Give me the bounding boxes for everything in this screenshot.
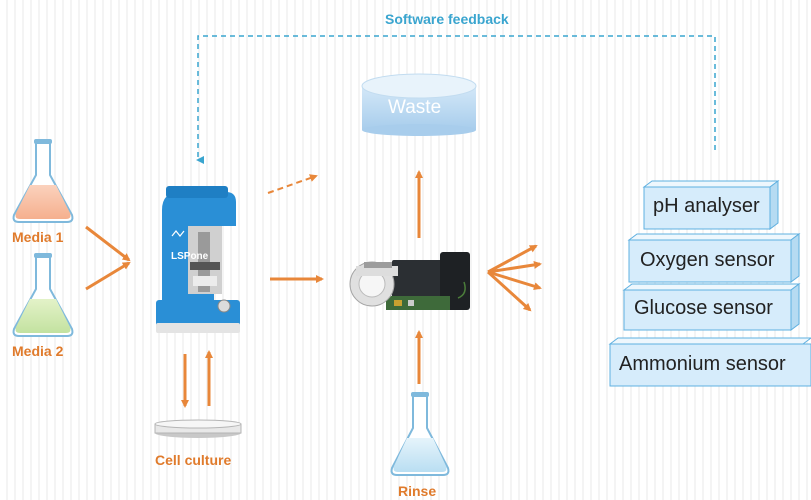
sensor-box-ammonium [608,337,811,387]
lspone-pump [156,186,240,333]
pump-brand-text: LSPone [171,251,209,262]
waste-container [361,73,477,136]
sensor-label-ammonium: Ammonium sensor [619,353,786,375]
rinse-flask [390,392,450,476]
waste-label: Waste [388,97,442,118]
sensor-box-oxygen [627,233,801,283]
flow-arrows [85,170,542,408]
sensor-label-ph: pH analyser [653,195,760,217]
arrow-motor-to-sensors-1 [487,244,538,274]
sensor-box-ph [642,180,780,230]
cell-culture-label: Cell culture [155,452,232,468]
arrow-pump-dashed [267,174,318,194]
media-2-label: Media 2 [12,343,64,359]
cell-culture-dish [154,419,242,438]
arrow-media1-to-pump [85,225,131,262]
sensor-box-glucose [622,283,801,331]
media-1-label: Media 1 [12,229,64,245]
sensor-label-glucose: Glucose sensor [634,297,773,319]
media-2-flask [12,253,74,337]
software-feedback-label: Software feedback [385,11,509,27]
feedback-line [196,35,716,164]
arrow-motor-to-sensors-4 [486,270,532,312]
arrow-motor-to-sensors-2 [487,260,542,274]
arrow-motor-to-sensors-3 [487,270,542,291]
rinse-label: Rinse [398,483,437,499]
media-1-flask [12,139,74,223]
arrow-media2-to-pump [85,261,131,291]
sensor-label-oxygen: Oxygen sensor [640,249,775,271]
motor-pump [349,252,470,310]
